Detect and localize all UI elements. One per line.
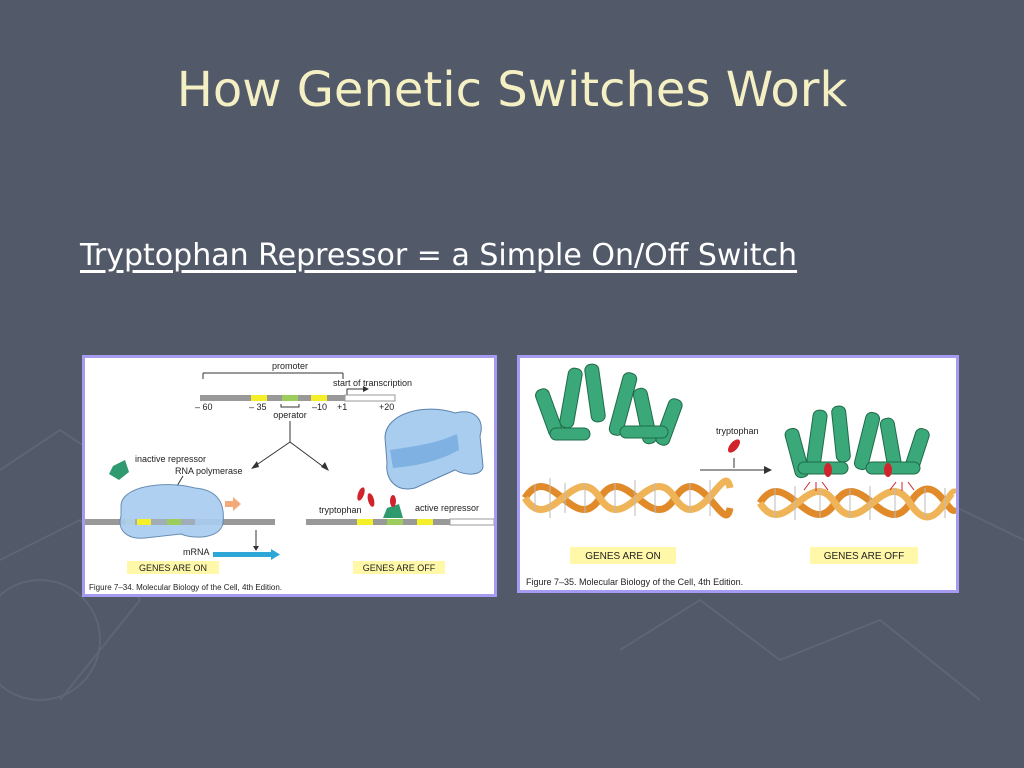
tryptophan-icon-1 xyxy=(357,487,365,501)
dna-helix-right xyxy=(757,481,956,521)
genes-off-label-right: GENES ARE OFF xyxy=(824,551,905,562)
repressor-protein-right xyxy=(784,405,930,479)
repressor-protein-left xyxy=(535,363,683,446)
transition-arrow xyxy=(764,466,772,474)
figure-gene-switch-diagram: promoter start of transcription – 60 – 3… xyxy=(82,355,497,597)
peach-arrow xyxy=(225,497,241,511)
figure-repressor-dna-diagram: GENES ARE ON tryptophan xyxy=(517,355,959,593)
genes-off-badge-left xyxy=(353,561,445,574)
tick-plus20: +20 xyxy=(379,402,394,412)
genes-on-label-left: GENES ARE ON xyxy=(139,563,207,573)
figure-caption-left: Figure 7–34. Molecular Biology of the Ce… xyxy=(89,583,282,592)
mrna-label: mRNA xyxy=(183,547,210,557)
rna-polymerase-label: RNA polymerase xyxy=(175,466,243,476)
slide-title: How Genetic Switches Work xyxy=(176,62,848,118)
genes-on-label-right: GENES ARE ON xyxy=(585,551,661,562)
promoter-label: promoter xyxy=(272,361,308,371)
genes-on-badge-right xyxy=(570,547,676,564)
active-repressor-icon xyxy=(383,504,403,518)
mrna-arrow xyxy=(271,549,280,560)
figure-caption-right: Figure 7–35. Molecular Biology of the Ce… xyxy=(526,577,743,587)
inactive-repressor-label: inactive repressor xyxy=(135,454,206,464)
start-of-transcription-label: start of transcription xyxy=(333,378,412,388)
tryptophan-label-right: tryptophan xyxy=(716,426,759,436)
inactive-repressor-icon xyxy=(109,460,129,480)
active-repressor-label: active repressor xyxy=(415,503,479,513)
tick-minus60: – 60 xyxy=(195,402,213,412)
promoter-dna-strip xyxy=(200,395,345,401)
slide-subtitle: Tryptophan Repressor = a Simple On/Off S… xyxy=(80,238,798,273)
tryptophan-icon-2 xyxy=(367,493,375,507)
tick-minus35: – 35 xyxy=(249,402,267,412)
operator-label: operator xyxy=(273,410,307,420)
dna-helix-left xyxy=(522,477,734,519)
tryptophan-label-left: tryptophan xyxy=(319,505,362,515)
genes-off-label-left: GENES ARE OFF xyxy=(363,563,436,573)
genes-off-badge-right xyxy=(810,547,918,564)
tick-minus10: –10 xyxy=(312,402,327,412)
rna-polymerase-shape-bound xyxy=(119,484,224,539)
tryptophan-icon-right xyxy=(728,439,740,453)
tick-plus1: +1 xyxy=(337,402,347,412)
genes-on-badge-left xyxy=(127,561,219,574)
